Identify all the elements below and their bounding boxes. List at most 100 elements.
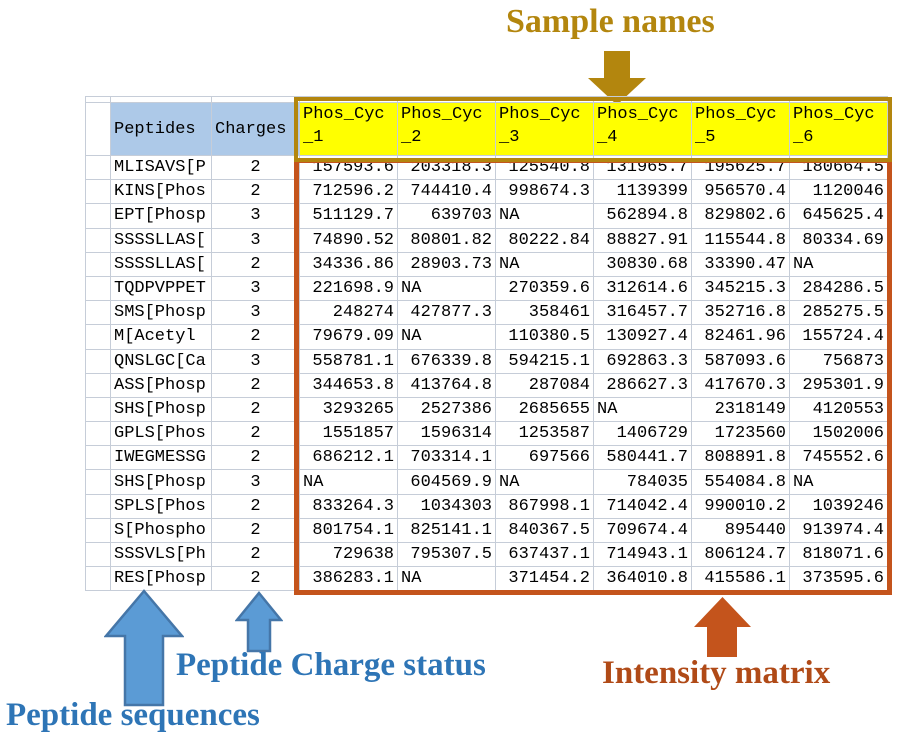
intensity-cell[interactable]: 1253587 <box>495 421 594 447</box>
intensity-cell[interactable]: 74890.52 <box>299 227 398 253</box>
peptide-cell[interactable]: SSSSLLAS[ <box>110 251 212 277</box>
peptide-cell[interactable]: GPLS[Phos <box>110 421 212 447</box>
intensity-cell[interactable]: 3293265 <box>299 396 398 423</box>
peptide-cell[interactable]: MLISAVS[P <box>110 154 212 181</box>
intensity-cell[interactable]: 712596.2 <box>299 179 398 205</box>
charge-cell[interactable]: 3 <box>211 300 300 326</box>
intensity-cell[interactable]: 386283.1 <box>299 566 398 592</box>
intensity-cell[interactable]: 80801.82 <box>397 227 496 253</box>
intensity-cell[interactable]: 2318149 <box>691 396 790 423</box>
intensity-cell[interactable]: 155724.4 <box>789 324 888 350</box>
charge-cell[interactable]: 3 <box>211 275 300 302</box>
sample-column-header-6[interactable]: Phos_Cyc_6 <box>789 102 888 156</box>
charge-cell[interactable]: 2 <box>211 421 300 447</box>
intensity-cell[interactable]: 82461.96 <box>691 324 790 350</box>
intensity-cell[interactable]: 795307.5 <box>397 541 496 568</box>
intensity-cell[interactable]: 990010.2 <box>691 493 790 519</box>
sample-column-header-1[interactable]: Phos_Cyc_1 <box>299 102 398 156</box>
intensity-cell[interactable]: 345215.3 <box>691 275 790 302</box>
intensity-cell[interactable]: 594215.1 <box>495 348 594 374</box>
charge-cell[interactable]: 3 <box>211 469 300 495</box>
intensity-cell[interactable]: 415586.1 <box>691 566 790 592</box>
peptide-cell[interactable]: S[Phospho <box>110 517 212 544</box>
intensity-cell[interactable]: 33390.47 <box>691 251 790 277</box>
intensity-cell[interactable]: 676339.8 <box>397 348 496 374</box>
charge-cell[interactable]: 2 <box>211 324 300 350</box>
intensity-cell[interactable]: 645625.4 <box>789 203 888 229</box>
intensity-cell[interactable]: 248274 <box>299 300 398 326</box>
intensity-cell[interactable]: NA <box>495 469 594 495</box>
intensity-cell[interactable]: 80334.69 <box>789 227 888 253</box>
intensity-cell[interactable]: 867998.1 <box>495 493 594 519</box>
intensity-cell[interactable]: 284286.5 <box>789 275 888 302</box>
intensity-cell[interactable]: 312614.6 <box>593 275 692 302</box>
peptide-cell[interactable]: SPLS[Phos <box>110 493 212 519</box>
intensity-cell[interactable]: 825141.1 <box>397 517 496 544</box>
peptide-cell[interactable]: SSSSLLAS[ <box>110 227 212 253</box>
intensity-cell[interactable]: 697566 <box>495 445 594 471</box>
peptide-cell[interactable]: EPT[Phosp <box>110 203 212 229</box>
peptide-cell[interactable]: IWEGMESSG <box>110 445 212 471</box>
intensity-cell[interactable]: 1039246 <box>789 493 888 519</box>
intensity-cell[interactable]: 2527386 <box>397 396 496 423</box>
intensity-cell[interactable]: 1120046 <box>789 179 888 205</box>
intensity-cell[interactable]: 686212.1 <box>299 445 398 471</box>
intensity-cell[interactable]: 1139399 <box>593 179 692 205</box>
intensity-cell[interactable]: 427877.3 <box>397 300 496 326</box>
charge-cell[interactable]: 2 <box>211 541 300 568</box>
peptide-cell[interactable]: SSSVLS[Ph <box>110 541 212 568</box>
intensity-cell[interactable]: 729638 <box>299 541 398 568</box>
intensity-cell[interactable]: 587093.6 <box>691 348 790 374</box>
peptide-cell[interactable]: KINS[Phos <box>110 179 212 205</box>
peptides-column-header[interactable]: Peptides <box>110 102 212 156</box>
intensity-cell[interactable]: 130927.4 <box>593 324 692 350</box>
intensity-cell[interactable]: 840367.5 <box>495 517 594 544</box>
intensity-cell[interactable]: 80222.84 <box>495 227 594 253</box>
peptide-cell[interactable]: ASS[Phosp <box>110 372 212 398</box>
charge-cell[interactable]: 2 <box>211 517 300 544</box>
intensity-cell[interactable]: 604569.9 <box>397 469 496 495</box>
charge-cell[interactable]: 2 <box>211 396 300 423</box>
intensity-cell[interactable]: 364010.8 <box>593 566 692 592</box>
intensity-cell[interactable]: NA <box>397 324 496 350</box>
peptide-cell[interactable]: SHS[Phosp <box>110 469 212 495</box>
peptide-cell[interactable]: SHS[Phosp <box>110 396 212 423</box>
intensity-cell[interactable]: 371454.2 <box>495 566 594 592</box>
intensity-cell[interactable]: 703314.1 <box>397 445 496 471</box>
intensity-cell[interactable]: NA <box>299 469 398 495</box>
intensity-cell[interactable]: 806124.7 <box>691 541 790 568</box>
intensity-cell[interactable]: 692863.3 <box>593 348 692 374</box>
intensity-cell[interactable]: 714042.4 <box>593 493 692 519</box>
charge-cell[interactable]: 2 <box>211 179 300 205</box>
charge-cell[interactable]: 2 <box>211 566 300 592</box>
intensity-cell[interactable]: 30830.68 <box>593 251 692 277</box>
charges-column-header[interactable]: Charges <box>211 102 300 156</box>
intensity-cell[interactable]: 714943.1 <box>593 541 692 568</box>
charge-cell[interactable]: 2 <box>211 493 300 519</box>
intensity-cell[interactable]: 895440 <box>691 517 790 544</box>
intensity-cell[interactable]: 745552.6 <box>789 445 888 471</box>
intensity-cell[interactable]: 287084 <box>495 372 594 398</box>
intensity-cell[interactable]: 639703 <box>397 203 496 229</box>
intensity-cell[interactable]: 373595.6 <box>789 566 888 592</box>
intensity-cell[interactable]: 1551857 <box>299 421 398 447</box>
charge-cell[interactable]: 3 <box>211 348 300 374</box>
peptide-cell[interactable]: QNSLGC[Ca <box>110 348 212 374</box>
peptide-cell[interactable]: RES[Phosp <box>110 566 212 592</box>
intensity-cell[interactable]: 344653.8 <box>299 372 398 398</box>
intensity-cell[interactable]: 34336.86 <box>299 251 398 277</box>
intensity-cell[interactable]: 1502006 <box>789 421 888 447</box>
intensity-cell[interactable]: 580441.7 <box>593 445 692 471</box>
intensity-cell[interactable]: 801754.1 <box>299 517 398 544</box>
intensity-cell[interactable]: 295301.9 <box>789 372 888 398</box>
intensity-cell[interactable]: 110380.5 <box>495 324 594 350</box>
intensity-cell[interactable]: 286627.3 <box>593 372 692 398</box>
charge-cell[interactable]: 2 <box>211 251 300 277</box>
peptide-cell[interactable]: SMS[Phosp <box>110 300 212 326</box>
charge-cell[interactable]: 3 <box>211 203 300 229</box>
intensity-cell[interactable]: NA <box>397 275 496 302</box>
peptide-cell[interactable]: M[Acetyl <box>110 324 212 350</box>
intensity-cell[interactable]: NA <box>789 251 888 277</box>
charge-cell[interactable]: 3 <box>211 227 300 253</box>
peptide-cell[interactable]: TQDPVPPET <box>110 275 212 302</box>
